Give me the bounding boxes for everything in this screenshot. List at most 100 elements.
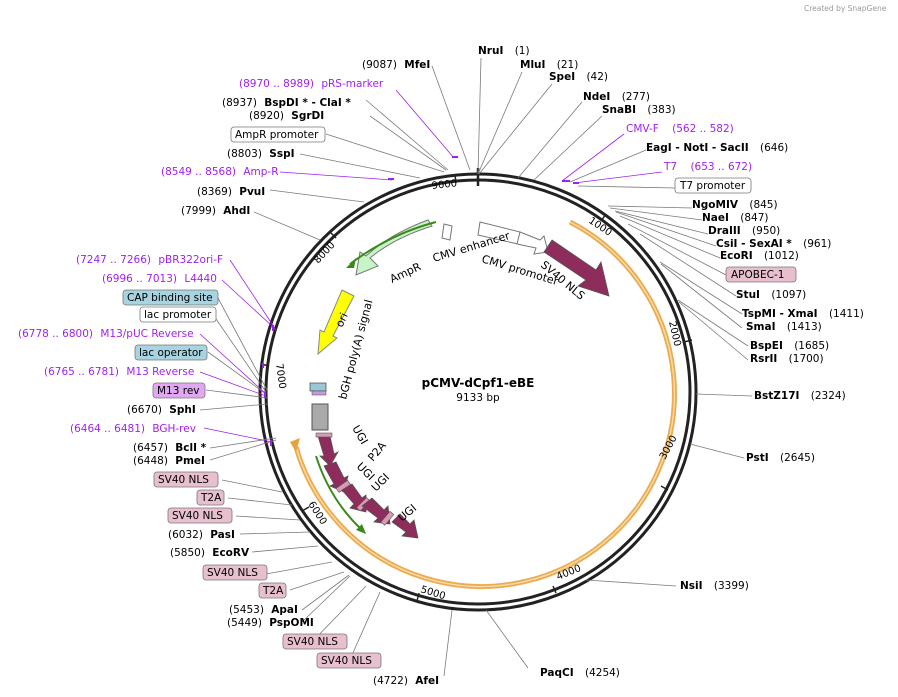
leader-line xyxy=(477,71,523,175)
leader-line xyxy=(221,279,273,327)
leader-line xyxy=(627,223,729,277)
enzyme-label: TspMI - XmaI (1411) xyxy=(742,308,864,320)
label-box xyxy=(282,633,348,650)
leader-line xyxy=(478,83,553,175)
enzyme-labels: NruI (1) MluI (21) SpeI (42) NdeI (277) … xyxy=(127,45,864,687)
label-box xyxy=(230,126,326,143)
leader-line xyxy=(301,574,350,611)
leader-line xyxy=(229,259,277,331)
dcpf1-cds-arrowhead xyxy=(290,438,300,452)
label-box xyxy=(139,306,217,323)
primer-label: (6996 .. 7013) L4440 xyxy=(102,273,217,285)
enzyme-label: (5449) PspOMI xyxy=(227,617,314,629)
label-box xyxy=(725,266,797,283)
cap-lac-block xyxy=(309,382,327,392)
primer-marker xyxy=(562,180,570,182)
leader-line xyxy=(561,133,625,182)
leader-line xyxy=(517,101,583,179)
enzyme-label: (8920) SgrDI xyxy=(249,110,324,122)
leader-line xyxy=(301,575,351,623)
primer-label: (6778 .. 6800) M13/pUC Reverse xyxy=(18,328,194,340)
leader-line xyxy=(609,207,703,221)
leader-line xyxy=(443,609,453,677)
label-box xyxy=(134,344,208,361)
leader-line xyxy=(325,133,445,173)
label-box xyxy=(122,289,219,306)
leader-line xyxy=(199,403,269,411)
box-label-lac-operator: lac operator xyxy=(139,347,203,359)
tick-mark xyxy=(301,506,310,512)
enzyme-label: BstZ17I (2324) xyxy=(754,390,846,402)
ampr-inner-arrowhead xyxy=(346,258,356,268)
enzyme-label: (9087) MfeI xyxy=(362,59,430,71)
box-label-sv40-nls: SV40 NLS xyxy=(207,567,258,579)
enzyme-label: (6032) PasI xyxy=(168,529,235,541)
feature-label-ugi-1: UGI xyxy=(349,423,370,447)
m13-block xyxy=(311,390,327,396)
primer-marker xyxy=(573,182,579,184)
tick-mark xyxy=(416,592,420,602)
box-label-sv40-nls: SV40 NLS xyxy=(321,655,372,667)
primer-marker xyxy=(270,440,272,446)
label-box xyxy=(167,507,233,524)
plasmid-length: 9133 bp xyxy=(456,392,500,404)
leader-line xyxy=(347,591,381,665)
dcpf1-cds-arc xyxy=(293,219,677,589)
boxed-labels: T7 promoter APOBEC-1 AmpR promoter CAP b… xyxy=(122,126,797,669)
leader-line xyxy=(615,211,717,247)
label-box xyxy=(202,564,268,581)
leader-line xyxy=(311,585,367,643)
enzyme-label: (5453) ApaI xyxy=(229,604,298,616)
leader-line xyxy=(217,297,268,391)
primer-marker xyxy=(262,363,264,368)
tick-mark xyxy=(329,231,337,239)
leader-line xyxy=(209,437,277,449)
label-box xyxy=(152,382,206,399)
primer-label: (6765 .. 6781) M13 Reverse xyxy=(44,366,194,378)
leader-line xyxy=(585,579,677,587)
leader-line xyxy=(365,99,449,171)
leader-line xyxy=(213,315,267,393)
leader-lines xyxy=(199,57,753,677)
box-label-cap: CAP binding site xyxy=(127,292,213,304)
enzyme-label: PaqCI (4254) xyxy=(540,667,620,679)
primer-label: (7247 .. 7266) pBR322ori-F xyxy=(76,254,223,266)
primer-label: (8970 .. 8989) pRS-marker xyxy=(239,78,384,90)
enzyme-label: PstI (2645) xyxy=(746,452,815,464)
leader-line xyxy=(265,561,333,575)
p2a-block-1 xyxy=(315,432,333,438)
ampr-promoter-arrow xyxy=(441,223,453,241)
label-box xyxy=(196,489,225,506)
p2a-block-4 xyxy=(380,510,395,526)
leader-line xyxy=(253,211,321,241)
enzyme-label: StuI (1097) xyxy=(736,289,806,301)
sv40-nls-arrow-top xyxy=(543,239,610,297)
primer-label: CMV-F (562 .. 582) xyxy=(626,123,734,135)
label-box xyxy=(674,177,752,194)
enzyme-label: (6457) BclI * xyxy=(133,442,207,454)
box-label-t7-promoter: T7 promoter xyxy=(679,180,746,192)
tick-mark xyxy=(660,485,669,491)
primer-markers xyxy=(262,156,579,446)
leader-line xyxy=(205,389,269,399)
tick-mark xyxy=(454,174,457,184)
orf-green-line xyxy=(315,455,363,531)
feature-label-ampr: AmpR xyxy=(388,260,424,286)
leader-line xyxy=(221,479,283,493)
leader-line xyxy=(199,371,267,397)
leader-line xyxy=(269,189,365,203)
plasmid-name: pCMV-dCpf1-eBE xyxy=(422,376,535,390)
box-label-lac-promoter: lac promoter xyxy=(144,309,212,321)
leader-line xyxy=(207,351,267,395)
tick-mark xyxy=(683,339,693,343)
leader-line xyxy=(607,205,693,209)
box-label-t2a: T2A xyxy=(200,492,222,504)
box-label-ampr-promoter: AmpR promoter xyxy=(235,129,319,141)
primer-marker xyxy=(264,392,266,398)
primer-marker xyxy=(272,325,274,331)
tick-label: 9000 xyxy=(431,178,457,192)
box-label-sv40-nls: SV40 NLS xyxy=(287,636,338,648)
enzyme-label: (8803) SspI xyxy=(227,148,295,160)
primer-label: T7 (653 .. 672) xyxy=(663,161,752,173)
